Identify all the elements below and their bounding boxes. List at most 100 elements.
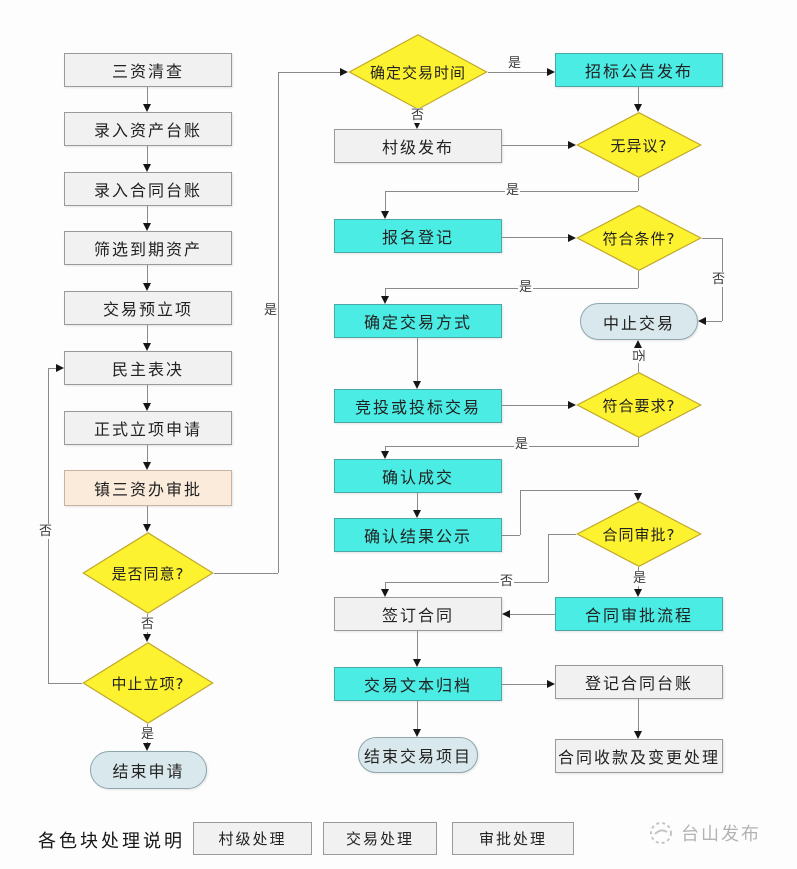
flow-line — [147, 146, 148, 164]
arrowhead — [143, 403, 151, 411]
arrowhead — [381, 211, 389, 219]
flow-line — [502, 535, 520, 536]
diamond-shape — [576, 205, 702, 271]
flow-line — [278, 72, 340, 73]
flow-line — [417, 493, 418, 510]
flow-line — [147, 325, 148, 343]
node-minzhu-biaojue: 民主表决 — [64, 351, 232, 385]
flow-line — [147, 385, 148, 403]
node-luru-zichan-taizhang: 录入资产台账 — [64, 112, 232, 146]
node-baoming-dengji: 报名登记 — [334, 219, 502, 253]
flow-line — [147, 445, 148, 462]
diamond-shape — [576, 501, 702, 567]
node-zhaobiao-gonggao-fabu: 招标公告发布 — [555, 53, 723, 87]
flow-line — [147, 506, 148, 524]
decision-shifou-tongyi: 是否同意? — [82, 532, 214, 614]
node-zhengshi-lixiang-shenqing: 正式立项申请 — [64, 411, 232, 445]
edge-label-yes: 是 — [505, 183, 521, 198]
arrowhead — [413, 510, 421, 518]
edge-label-yes: 是 — [507, 56, 523, 71]
arrowhead — [698, 317, 706, 325]
flow-line — [48, 683, 82, 684]
flow-line — [502, 145, 568, 146]
arrowhead — [568, 234, 576, 242]
node-hetong-shenpi-liucheng: 合同审批流程 — [555, 597, 723, 631]
flow-line — [706, 321, 722, 322]
flow-line — [417, 338, 418, 381]
flow-line — [385, 446, 386, 451]
edge-label-yes: 是 — [140, 727, 156, 742]
edge-label-yes: 是 — [514, 437, 530, 452]
flow-line — [638, 699, 639, 731]
arrowhead — [547, 68, 555, 76]
terminal-zhongzhi-jiaoyi: 中止交易 — [580, 303, 698, 340]
flow-line — [385, 288, 386, 296]
flow-line — [385, 191, 386, 211]
arrowhead — [634, 104, 642, 112]
terminal-jieshu-jiaoyi-xiangmu: 结束交易项目 — [358, 737, 478, 773]
arrowhead — [143, 223, 151, 231]
edge-label-no: 否 — [38, 524, 54, 539]
decision-queding-jiaoyi-shijian: 确定交易时间 — [348, 34, 488, 110]
decision-fuhe-yaoqiu: 符合要求? — [576, 372, 702, 438]
decision-wu-yiyi: 无异议? — [576, 112, 702, 178]
arrowhead — [143, 164, 151, 172]
node-qianding-hetong: 签订合同 — [334, 597, 502, 631]
arrowhead — [143, 283, 151, 291]
node-hetong-shoukuan-biangeng: 合同收款及变更处理 — [555, 739, 723, 773]
flow-line — [278, 72, 279, 573]
node-jingtou-toubiao-jiaoyi: 竞投或投标交易 — [334, 389, 502, 423]
arrowhead — [381, 589, 389, 597]
flow-line — [548, 534, 576, 535]
terminal-jieshu-shenqing: 结束申请 — [90, 751, 207, 789]
flow-line — [520, 490, 638, 491]
flow-line — [48, 368, 56, 369]
flow-line — [417, 631, 418, 659]
arrowhead — [381, 296, 389, 304]
arrowhead — [547, 680, 555, 688]
arrowhead — [143, 104, 151, 112]
flow-line — [638, 271, 639, 288]
flow-line — [502, 405, 568, 406]
arrowhead — [634, 340, 642, 348]
arrowhead — [413, 729, 421, 737]
legend-item-village: 村级处理 — [193, 822, 312, 855]
decision-label: 符合条件? — [602, 229, 676, 248]
edge-label-yes: 是 — [518, 280, 534, 295]
watermark: 台山发布 — [648, 820, 761, 846]
flow-line — [147, 87, 148, 104]
node-sanzi-qingcha: 三资清查 — [64, 53, 232, 87]
diamond-shape — [576, 372, 702, 438]
flow-line — [638, 438, 639, 447]
arrowhead — [568, 401, 576, 409]
flow-line — [638, 178, 639, 191]
decision-label: 符合要求? — [602, 396, 676, 415]
edge-label-no: 否 — [499, 574, 515, 589]
node-queding-jiaoyi-fangshi: 确定交易方式 — [334, 304, 502, 338]
diamond-shape — [82, 532, 214, 614]
arrowhead — [143, 524, 151, 532]
edge-label-no: 否 — [630, 347, 646, 364]
node-queren-jieguo-gongshi: 确认结果公示 — [334, 518, 502, 552]
arrowhead — [634, 493, 642, 501]
arrowhead — [143, 343, 151, 351]
decision-label: 合同审批? — [602, 525, 676, 544]
decision-label: 中止立项? — [111, 674, 185, 693]
flow-line — [638, 87, 639, 104]
flow-line — [548, 534, 549, 582]
decision-label: 是否同意? — [111, 564, 185, 583]
node-shaixuan-daoqi-zichan: 筛选到期资产 — [64, 231, 232, 265]
arrowhead — [413, 381, 421, 389]
taishan-logo-icon — [650, 822, 672, 844]
edge-label-yes: 是 — [632, 571, 648, 586]
arrowhead — [413, 121, 421, 129]
legend-item-trade: 交易处理 — [323, 822, 437, 855]
arrowhead — [502, 610, 510, 618]
arrowhead — [568, 141, 576, 149]
flow-line — [510, 614, 555, 615]
flow-line — [417, 701, 418, 729]
flow-line — [214, 573, 278, 574]
decision-fuhe-tiaojian: 符合条件? — [576, 205, 702, 271]
edge-label-no: 否 — [410, 108, 426, 123]
flow-line — [385, 446, 638, 447]
